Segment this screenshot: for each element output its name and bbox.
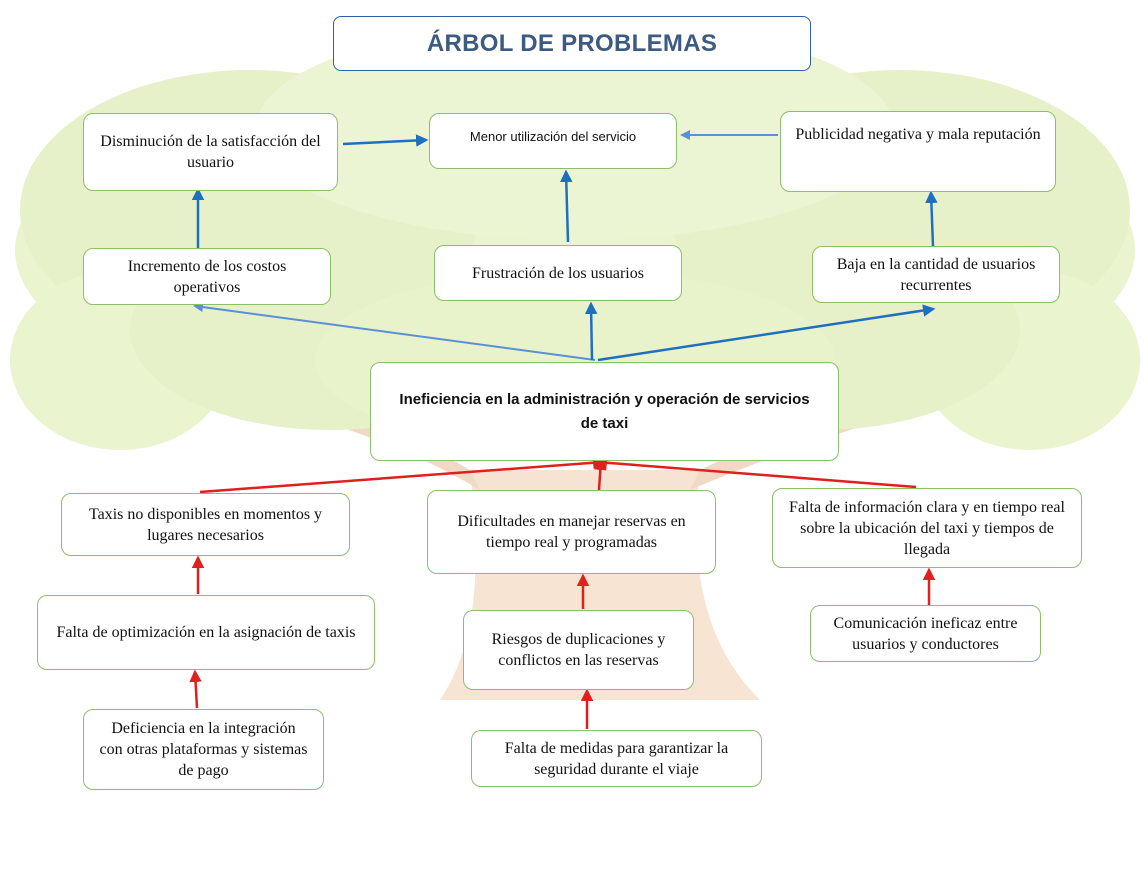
cause-taxis-unavailable-text: Taxis no disponibles en momentos y lugar… xyxy=(88,505,323,544)
cause-reservation-handling-text: Dificultades en manejar reservas en tiem… xyxy=(457,513,686,551)
effect-operating-costs-text: Incremento de los costos operativos xyxy=(127,257,287,296)
diagram-title-text: ÁRBOL DE PROBLEMAS xyxy=(426,30,718,57)
cause-assignment-optimization: Falta de optimización en la asignación d… xyxy=(37,595,375,670)
effect-operating-costs: Incremento de los costos operativos xyxy=(83,248,331,305)
cause-duplication-risks-text: Riesgos de duplicaciones y conflictos en… xyxy=(491,631,666,669)
effect-negative-publicity: Publicidad negativa y mala reputación xyxy=(780,111,1056,192)
cause-communication: Comunicación ineficaz entre usuarios y c… xyxy=(810,605,1041,662)
core-problem: Ineficiencia en la administración y oper… xyxy=(370,362,839,461)
effect-user-satisfaction: Disminución de la satisfacción del usuar… xyxy=(83,113,338,191)
cause-assignment-optimization-text: Falta de optimización en la asignación d… xyxy=(56,624,356,641)
cause-location-information: Falta de información clara y en tiempo r… xyxy=(772,488,1082,568)
cause-platform-integration-text: Deficiencia en la integración con otras … xyxy=(99,720,308,779)
cause-trip-security: Falta de medidas para garantizar la segu… xyxy=(471,730,762,787)
diagram-title: ÁRBOL DE PROBLEMAS xyxy=(333,16,811,71)
cause-taxis-unavailable: Taxis no disponibles en momentos y lugar… xyxy=(61,493,350,556)
cause-platform-integration: Deficiencia en la integración con otras … xyxy=(83,709,324,790)
cause-location-information-text: Falta de información clara y en tiempo r… xyxy=(789,498,1065,558)
cause-duplication-risks: Riesgos de duplicaciones y conflictos en… xyxy=(463,610,694,690)
effect-recurrent-users-text: Baja en la cantidad de usuarios recurren… xyxy=(836,255,1036,294)
effect-service-utilization-text: Menor utilización del servicio xyxy=(469,129,637,144)
effect-service-utilization: Menor utilización del servicio xyxy=(429,113,677,169)
effect-user-frustration: Frustración de los usuarios xyxy=(434,245,682,301)
effect-user-frustration-text: Frustración de los usuarios xyxy=(472,264,644,282)
cause-trip-security-text: Falta de medidas para garantizar la segu… xyxy=(504,739,729,778)
effect-user-satisfaction-text: Disminución de la satisfacción del usuar… xyxy=(100,133,321,171)
cause-communication-text: Comunicación ineficaz entre usuarios y c… xyxy=(833,614,1018,653)
effect-recurrent-users: Baja en la cantidad de usuarios recurren… xyxy=(812,246,1060,303)
cause-reservation-handling: Dificultades en manejar reservas en tiem… xyxy=(427,490,716,574)
core-problem-text: Ineficiencia en la administración y oper… xyxy=(399,390,810,432)
effect-negative-publicity-text: Publicidad negativa y mala reputación xyxy=(795,126,1041,143)
